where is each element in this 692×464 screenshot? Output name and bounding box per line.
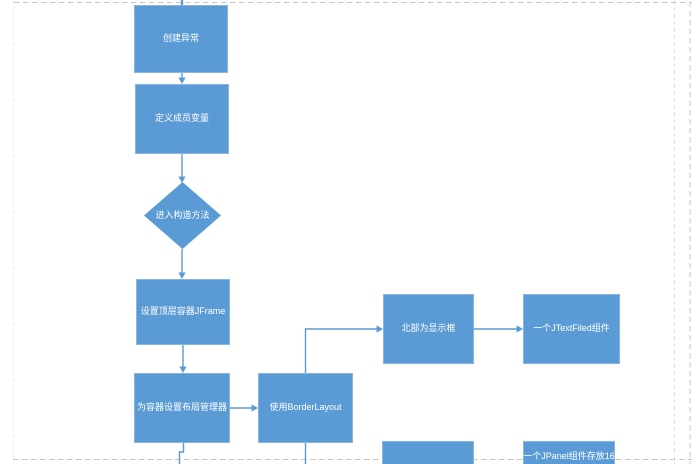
node-label: 使用BorderLayout [269, 402, 342, 413]
connector-borderlayout-to-northdisplay [304, 328, 378, 373]
arrowhead-right-icon [376, 325, 383, 333]
node-label: 一个JTextFiled组件 [533, 323, 610, 334]
flowchart-node-north-display-box[interactable]: 北部为显示框 [383, 294, 474, 364]
arrowhead-down-icon [178, 272, 186, 279]
node-label: 一个JPanel组件存放16 [523, 451, 615, 461]
flowchart-node-use-borderlayout[interactable]: 使用BorderLayout [258, 373, 353, 443]
flowchart-node-jpanel-component-16[interactable]: 一个JPanel组件存放16 [523, 441, 615, 464]
arrowhead-down-icon [179, 366, 187, 373]
flowchart-node-set-top-container-jframe[interactable]: 设置顶层容器JFrame [136, 279, 230, 345]
arrowhead-right-icon [251, 404, 258, 412]
node-label: 创建异常 [162, 33, 199, 44]
flowchart-node-set-layout-manager[interactable]: 为容器设置布局管理器 [134, 373, 230, 443]
node-label: 为容器设置布局管理器 [137, 402, 228, 413]
node-label: 定义成员变量 [154, 113, 209, 124]
flowchart-node-jtextfiled-component[interactable]: 一个JTextFiled组件 [523, 294, 620, 364]
flowchart-node-define-member-variables[interactable]: 定义成员变量 [135, 84, 229, 154]
flowchart-node-enter-constructor[interactable]: 进入构造方法 [144, 182, 221, 249]
arrowhead-down-icon [178, 77, 186, 84]
flowchart-node-create-exception[interactable]: 创建异常 [134, 5, 228, 73]
node-label: 设置顶层容器JFrame [140, 306, 226, 317]
node-label: 进入构造方法 [155, 209, 210, 220]
flowchart-node-bottom-partial[interactable] [382, 441, 474, 464]
connector-layoutmanager-down-jog [178, 443, 185, 464]
node-label: 北部为显示框 [401, 323, 456, 334]
arrowhead-right-icon [516, 325, 523, 333]
arrowhead-down-icon [178, 176, 186, 183]
